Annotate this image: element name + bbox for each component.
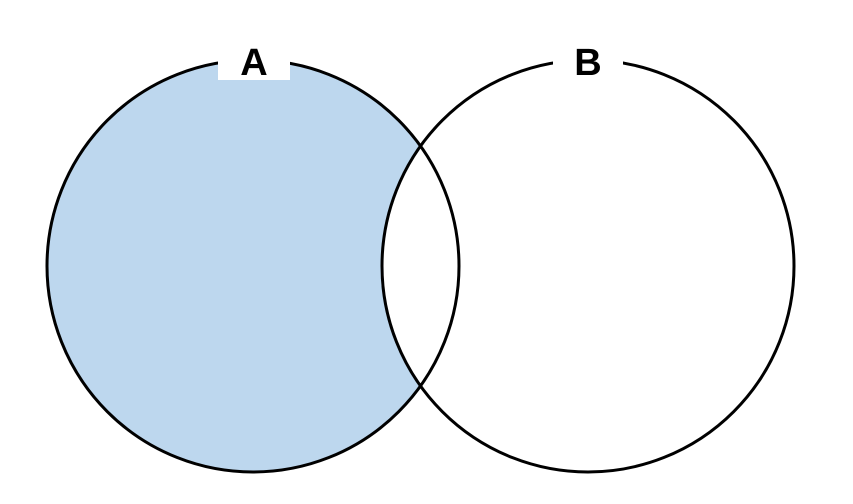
region-intersection-mask	[382, 60, 459, 472]
set-a-label: A	[240, 42, 267, 84]
set-b-label: B	[574, 42, 601, 84]
set-a-label-background	[218, 40, 290, 80]
set-b-label-background	[553, 40, 623, 80]
